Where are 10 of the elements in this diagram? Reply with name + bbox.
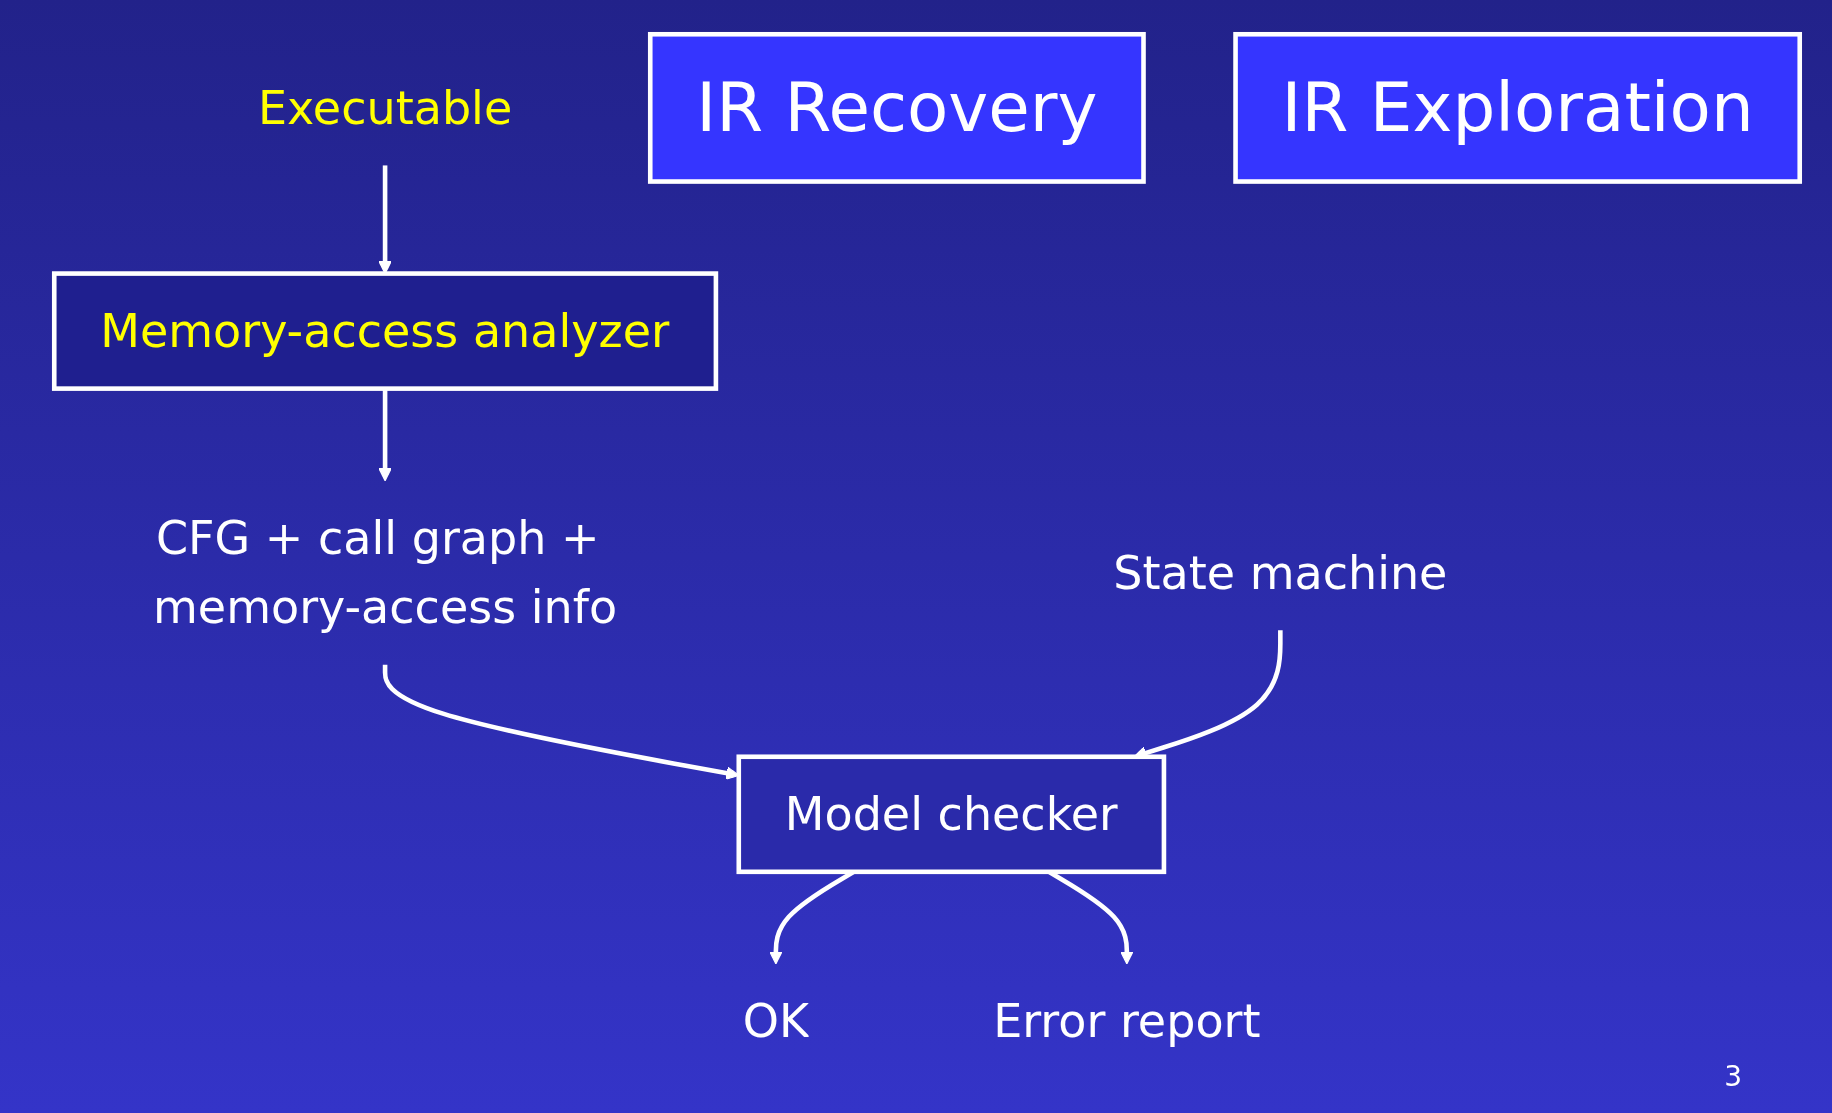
node-box: IR Exploration <box>1233 31 1802 184</box>
page-number: 3 <box>1724 1060 1742 1093</box>
node-text: CFG + call graph + memory-access info <box>153 511 618 634</box>
node-box: Model checker <box>736 754 1167 874</box>
node-text: OK <box>742 994 810 1049</box>
node-text: Error report <box>993 994 1261 1049</box>
node-text: State machine <box>1113 545 1448 600</box>
node-box: IR Recovery <box>647 31 1146 184</box>
node-box: Memory-access analyzer <box>51 271 719 391</box>
node-text: Executable <box>257 80 513 135</box>
